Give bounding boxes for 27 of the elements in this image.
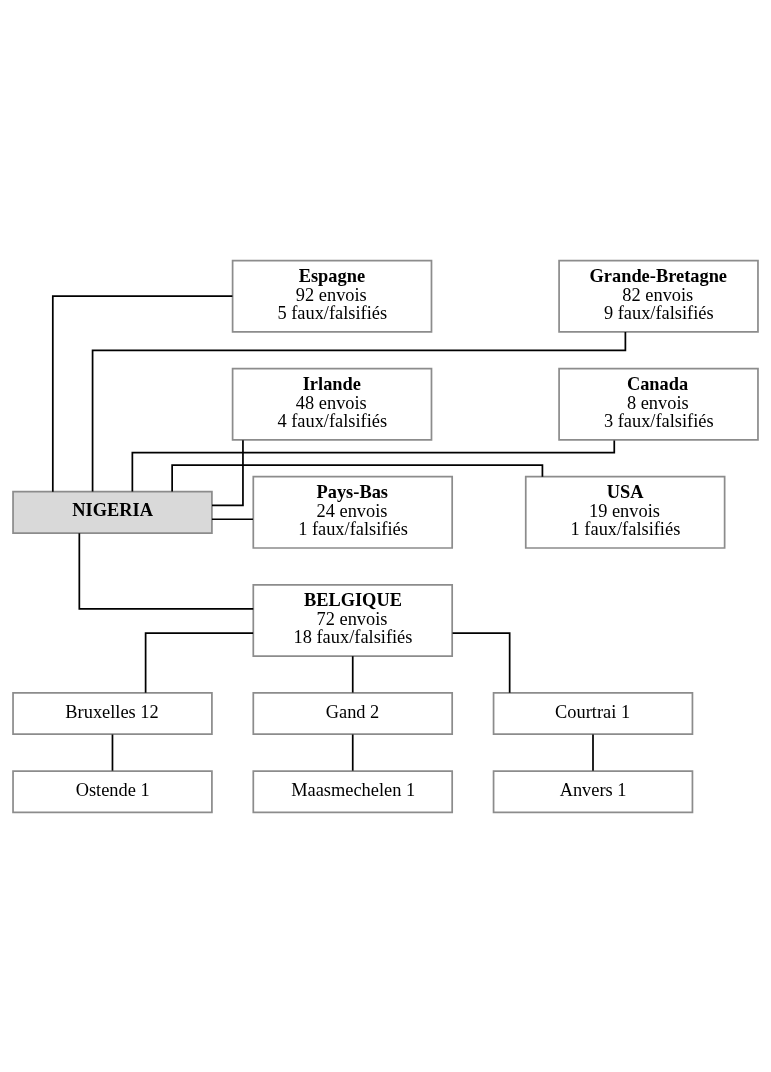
connector	[351, 733, 354, 772]
node-box: Maasmechelen 1	[252, 769, 454, 813]
node-box: Pays-Bas 24 envois 1 faux/falsifiés	[252, 475, 454, 549]
connector	[131, 439, 616, 492]
node-box: Bruxelles 12	[12, 691, 213, 735]
node-box: Ostende 1	[12, 769, 213, 813]
node-box: Courtrai 1	[492, 691, 694, 735]
connector	[592, 733, 594, 772]
node-box: Gand 2	[252, 691, 454, 735]
node-box: Irlande 48 envois 4 faux/falsifiés	[231, 367, 433, 441]
node-box: USA 19 envois 1 faux/falsifiés	[524, 475, 726, 549]
node-box: Canada 8 envois 3 faux/falsifiés	[558, 367, 759, 441]
node-box: BELGIQUE 72 envois 18 faux/falsifiés	[252, 583, 454, 657]
connector	[451, 631, 511, 694]
node-box: NIGERIA	[12, 490, 213, 534]
connector	[111, 733, 114, 772]
node-box: Grande-Bretagne 82 envois 9 faux/falsifiés	[558, 259, 759, 333]
connector	[351, 654, 354, 693]
connector	[211, 438, 244, 506]
node-box: Anvers 1	[492, 769, 694, 813]
connector	[144, 631, 254, 694]
connector	[171, 463, 544, 492]
node-box: Espagne 92 envois 5 faux/falsifiés	[231, 259, 433, 333]
connector	[211, 517, 254, 520]
connector	[51, 294, 234, 492]
connector	[91, 330, 627, 492]
connector	[78, 531, 255, 610]
